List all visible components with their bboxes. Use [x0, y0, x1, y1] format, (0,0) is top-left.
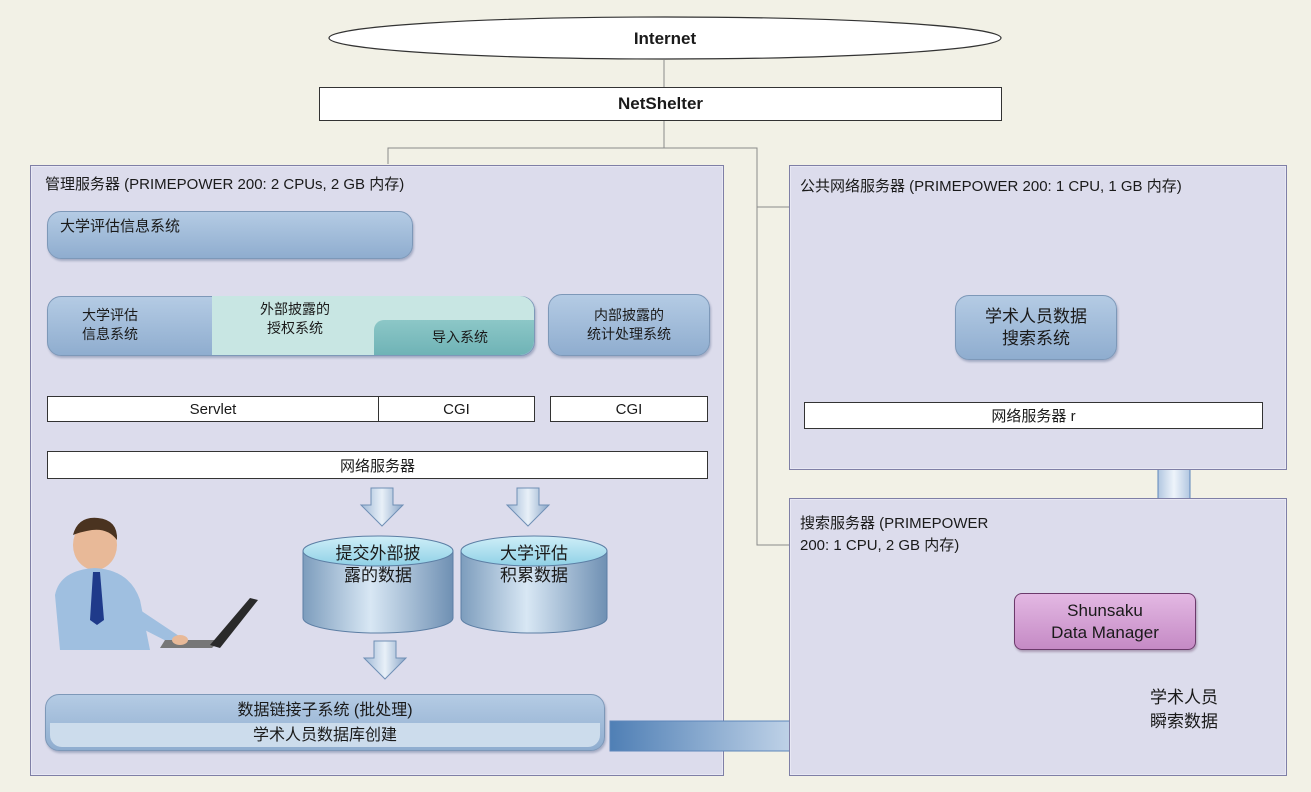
- university-evaluation-system: 大学评估信息系统: [47, 211, 413, 259]
- netshelter-box: NetShelter: [319, 87, 1002, 121]
- internet-cloud: [328, 16, 1002, 60]
- accumulated-evaluation-data: 大学评估 积累数据: [500, 544, 568, 585]
- cgi-box-1: CGI: [378, 396, 535, 422]
- data-linking-title: 数据链接子系统 (批处理): [237, 701, 413, 719]
- public-web-server-box: 网络服务器 r: [804, 402, 1263, 429]
- database-cylinder-icon: [460, 535, 608, 634]
- db-creation-bg: [50, 723, 600, 747]
- search-server-title: 搜索服务器 (PRIMEPOWER 200: 1 CPU, 2 GB 内存): [800, 515, 989, 554]
- academic-instant-search-data: 学术人员 瞬索数据: [1150, 688, 1218, 731]
- public-web-server-title: 公共网络服务器 (PRIMEPOWER 200: 1 CPU, 1 GB 内存): [800, 178, 1182, 195]
- academic-search-system: 学术人员数据 搜索系统: [955, 295, 1117, 360]
- subsystem-university-evaluation: 大学评估 信息系统: [82, 307, 138, 342]
- subsystem-external-authorization: 外部披露的 授权系统: [260, 301, 330, 336]
- external-disclosure-data: 提交外部披 露的数据: [335, 544, 421, 585]
- down-arrow-icon: [359, 487, 551, 680]
- internal-statistics-system: 内部披露的 统计处理系统: [548, 294, 710, 356]
- academic-db-creation: 学术人员数据库创建: [252, 726, 397, 744]
- servlet-box: Servlet: [47, 396, 379, 422]
- management-server-title: 管理服务器 (PRIMEPOWER 200: 2 CPUs, 2 GB 内存): [45, 176, 405, 193]
- cgi-box-2: CGI: [550, 396, 708, 422]
- shunsaku-data-manager: Shunsaku Data Manager: [1014, 593, 1196, 650]
- management-web-server: 网络服务器: [47, 451, 708, 479]
- import-subsystem-bg: [374, 320, 534, 355]
- internet-label: Internet: [633, 28, 697, 48]
- user-at-laptop-icon: [55, 517, 258, 650]
- subsystem-import: 导入系统: [432, 328, 488, 345]
- database-cylinder-icon: [302, 535, 454, 634]
